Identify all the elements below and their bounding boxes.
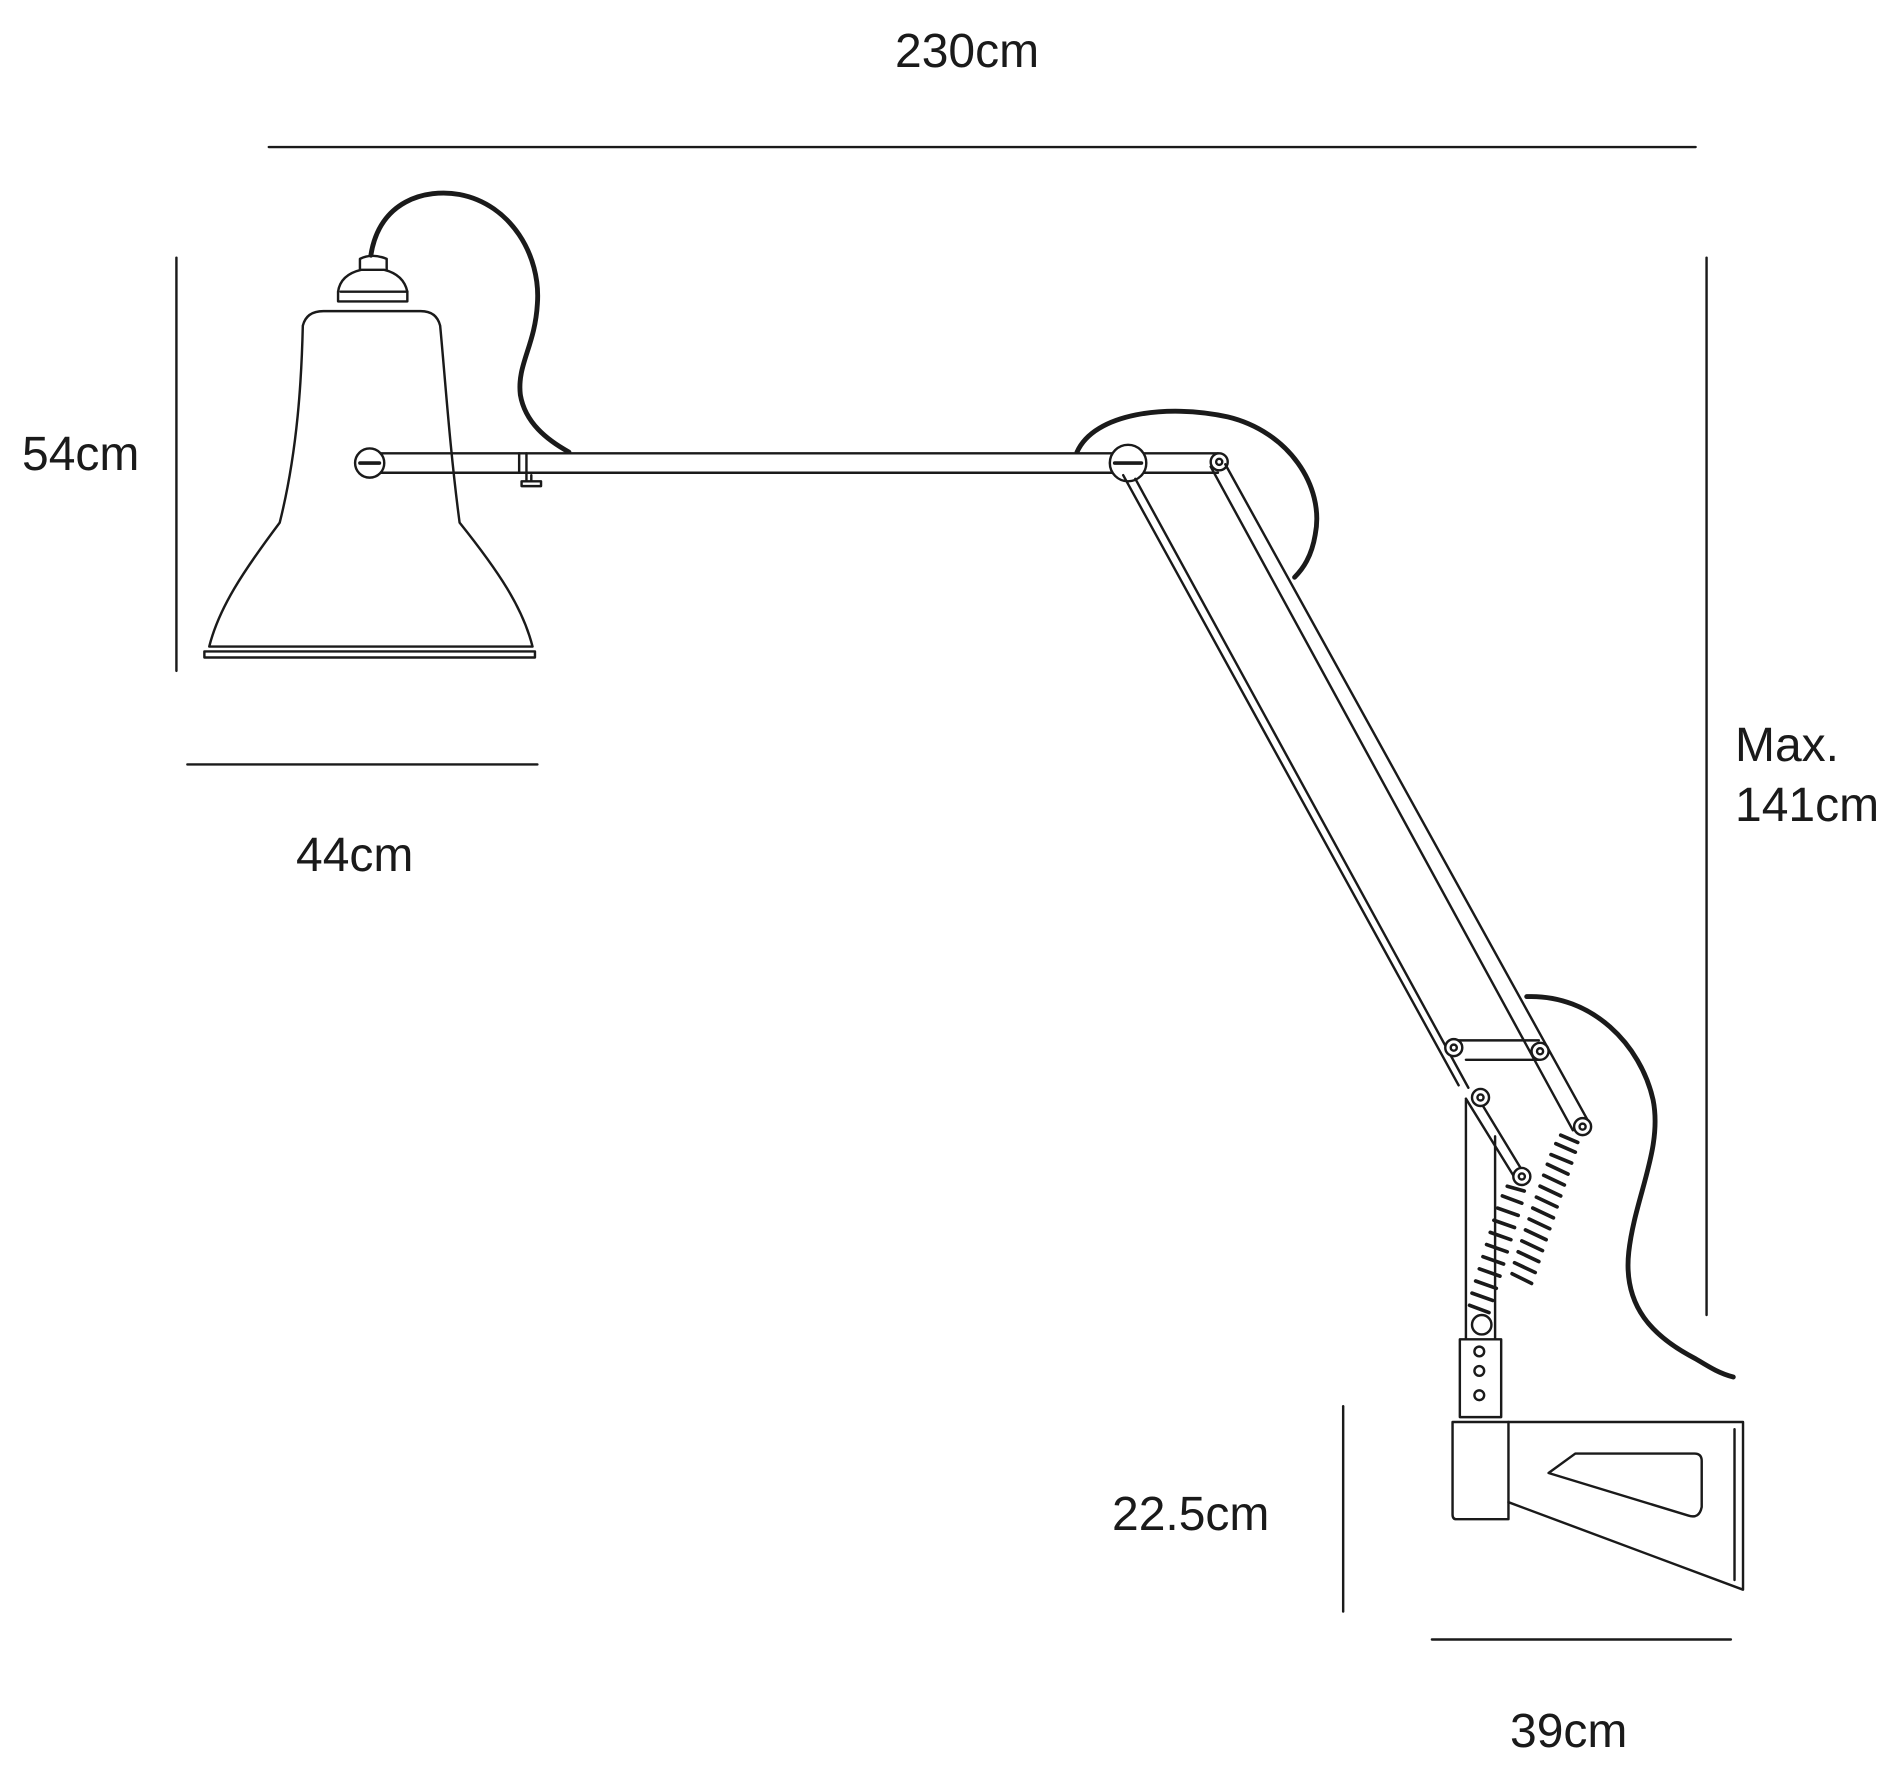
springs-drawing [1467,1133,1580,1315]
max-height-label-line1: Max. [1735,719,1840,772]
bracket-width-label: 39cm [1510,1705,1628,1758]
power-cable [368,190,1736,1380]
shade-height-label: 54cm [22,428,140,481]
shade-width-label: 44cm [296,829,414,882]
wall-bracket-drawing [1451,1098,1745,1591]
bracket-height-label: 22.5cm [1112,1488,1270,1541]
lower-arm-drawing [1121,463,1593,1187]
max-height-label-line2: 141cm [1735,779,1880,832]
lamp-shade-drawing [203,254,537,659]
overall-width-label: 230cm [895,25,1040,78]
upper-arm-drawing [353,443,1229,488]
